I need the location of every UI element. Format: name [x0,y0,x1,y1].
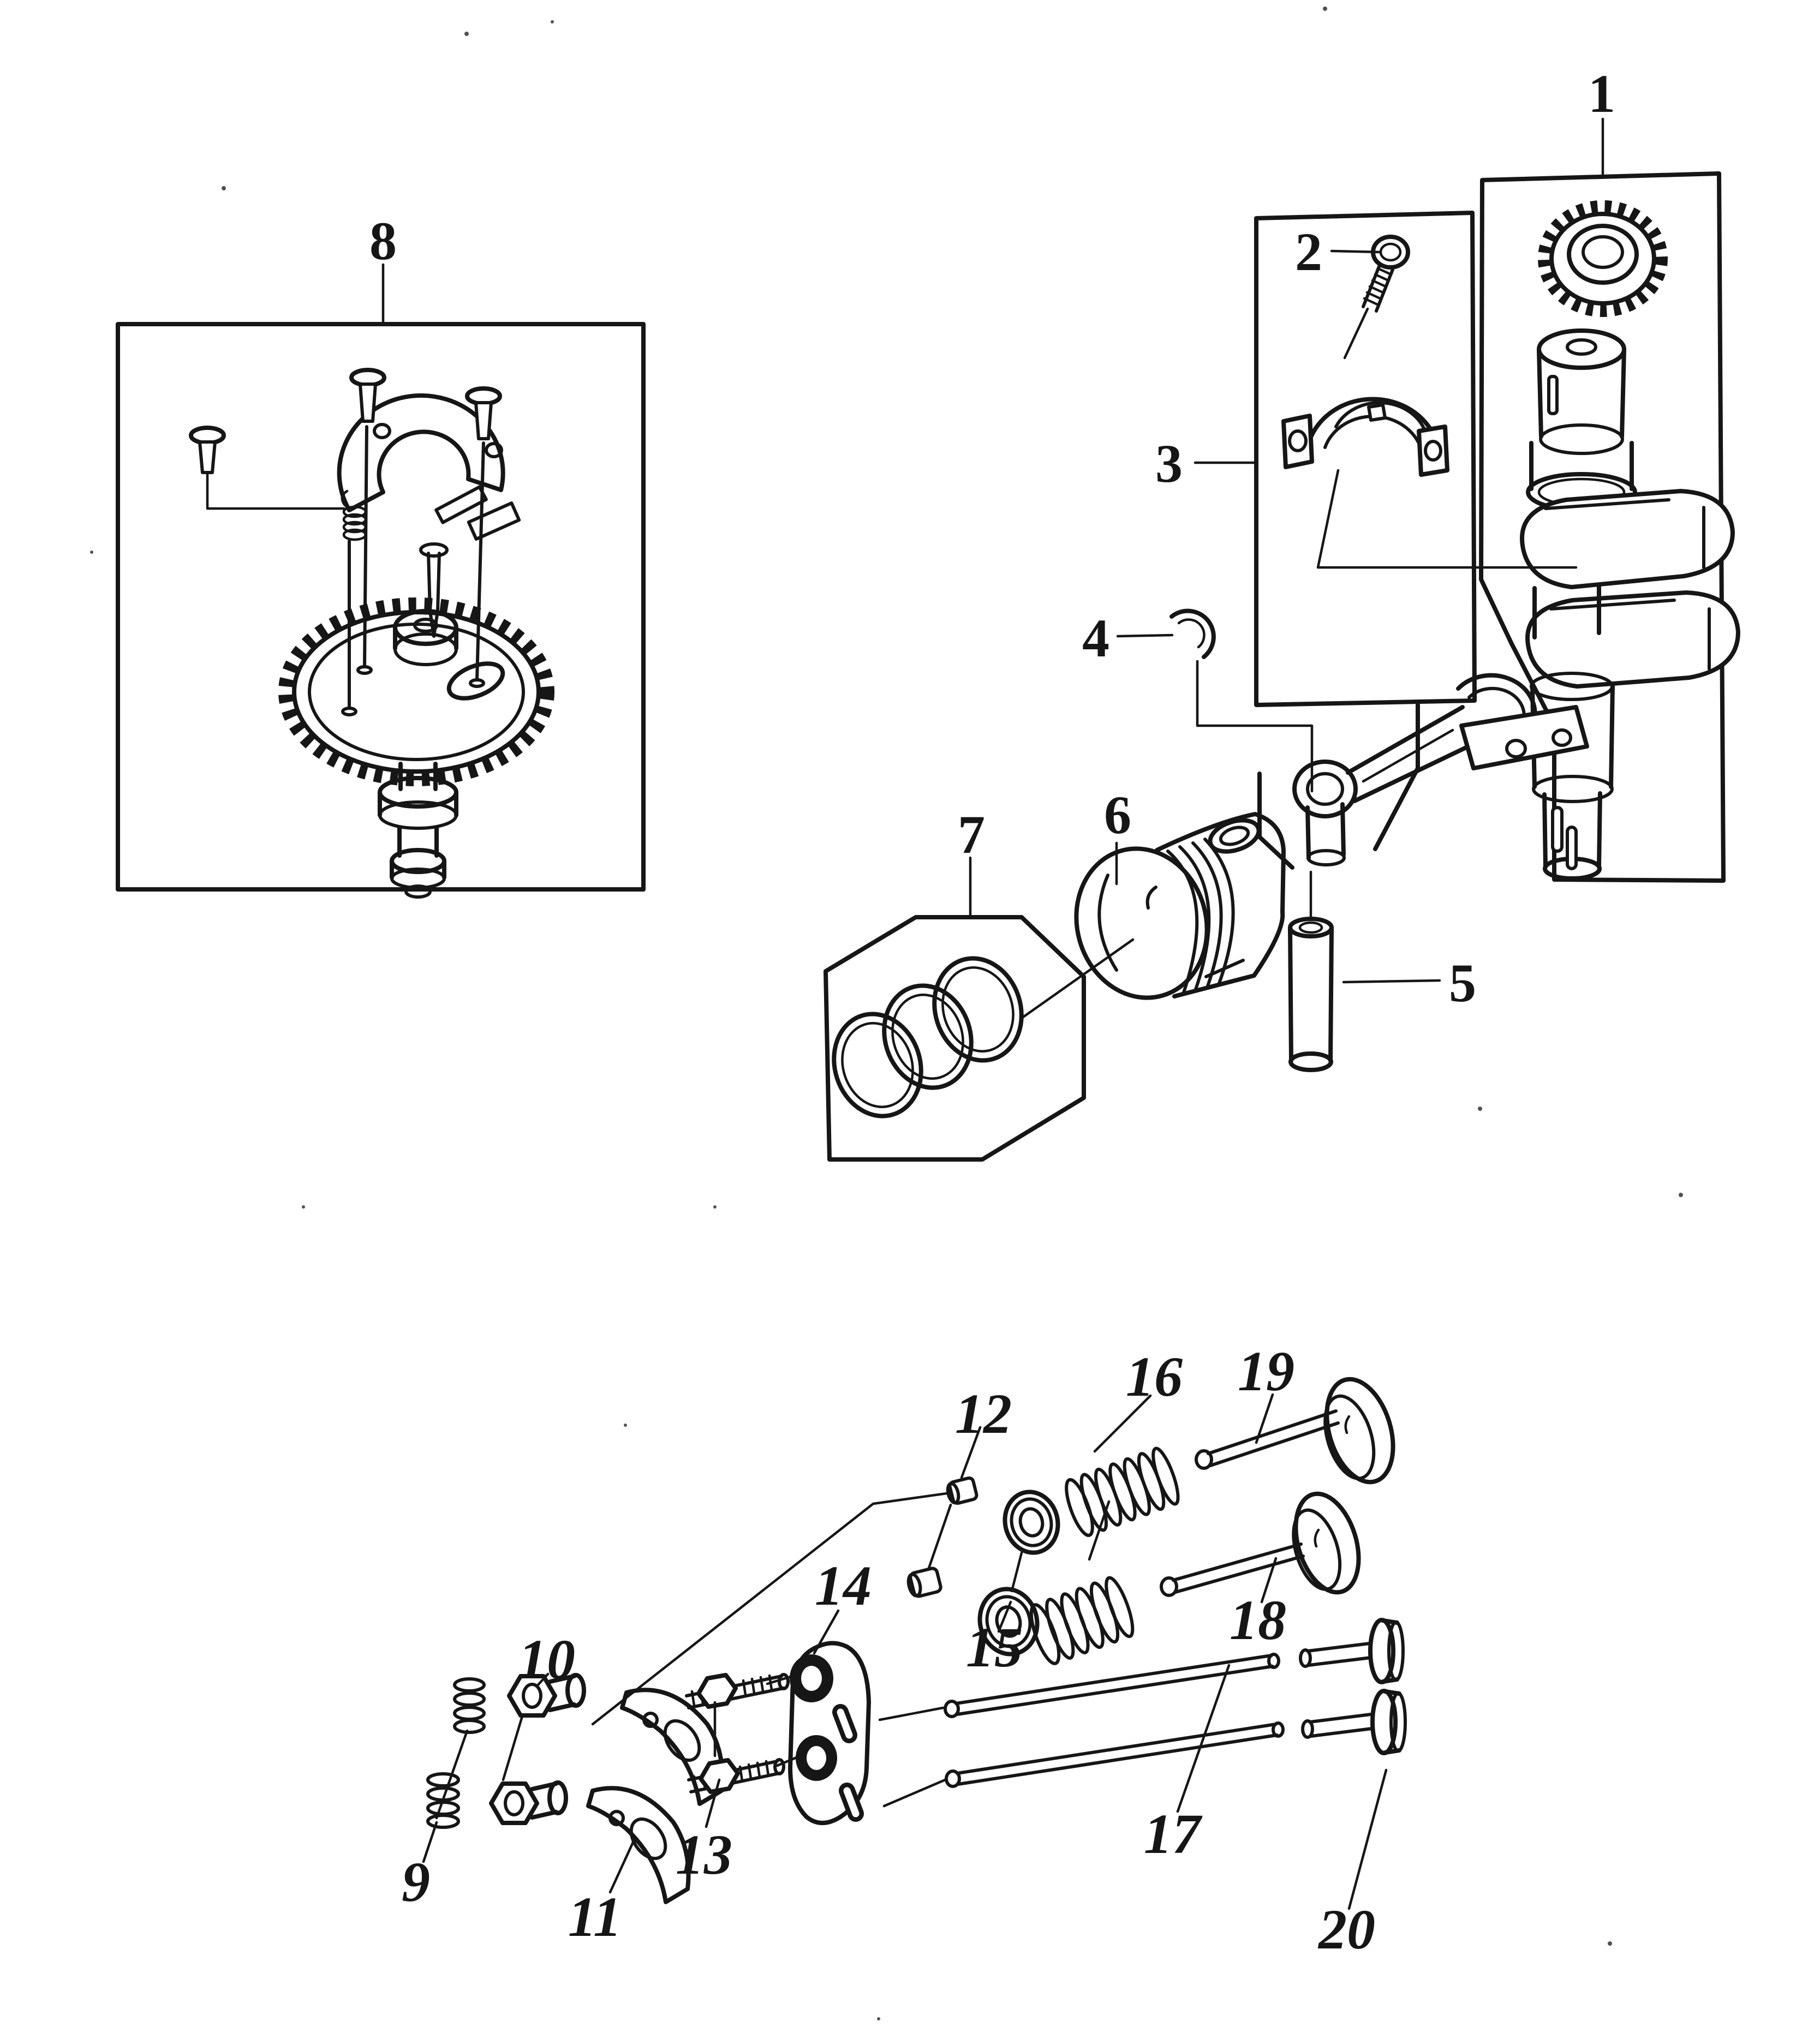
valve-tappets [1299,1618,1407,1755]
leader-line-5 [1342,979,1441,984]
camshaft-assembly [189,368,554,899]
governor-screws [189,368,502,474]
drop-pin-2 [363,425,368,668]
leader-line-15 [997,1600,1012,1633]
drop-pin-3 [475,441,485,681]
cam-gear [278,597,554,786]
leader-line-screw [206,473,345,510]
locator-line-right [1373,703,1420,851]
leader-line-stud-plate-2 [775,1755,799,1767]
leader-line-15b [1010,1551,1023,1593]
callout-18: 18 [1230,1589,1286,1652]
callout-6: 6 [1104,785,1131,845]
leader-line-14 [813,1609,840,1655]
leader-line-4b [1196,660,1314,793]
leader-line-18 [1260,1557,1278,1604]
callout-10: 10 [518,1628,575,1691]
leader-line-plate-rod-1 [878,1706,945,1721]
leader-line-10b [502,1713,524,1781]
crank-web-upper [1520,489,1735,589]
piston-pin-clip [1169,608,1216,659]
piston-ring-set [832,956,1024,1119]
adjuster-springs [426,1677,486,1829]
detail-box-ring-set [824,915,1086,1162]
timing-gear [1538,200,1668,317]
callout-9: 9 [402,1851,430,1914]
callout-13: 13 [676,1823,732,1886]
leader-line-2 [1330,249,1381,254]
exhaust-valve [1160,1491,1361,1597]
push-rod-guide-plate [788,1641,871,1825]
callout-14: 14 [815,1554,872,1617]
leader-line-9 [422,1821,438,1863]
leader-lines [381,117,1604,1910]
leader-line-20 [1347,1768,1388,1910]
connecting-rod [1292,673,1589,866]
callout-20: 20 [1317,1898,1375,1961]
leader-line-16b [1088,1500,1111,1561]
crankshaft-assembly [1520,200,1740,881]
leader-line-16 [1093,1394,1152,1453]
callout-3: 3 [1155,433,1183,494]
piston-pin [1288,917,1334,1072]
callout-11: 11 [568,1886,622,1948]
leader-line-stud-plate-1 [766,1675,794,1685]
leader-line-12 [960,1426,982,1479]
leader-line-plate-rod-2 [882,1778,947,1808]
leader-line-4 [1116,633,1174,638]
callout-5: 5 [1449,953,1476,1013]
bearing-cap-set [1281,235,1578,569]
leader-line-bolt [1343,307,1369,360]
leader-line-rocker-keeper [591,1491,952,1726]
scan-speckles [90,7,1683,2020]
locator-line-left [1257,772,1294,870]
intake-valve [1195,1377,1395,1485]
valve-spring-retainers [977,1490,1060,1657]
leader-line-cap-to-crankpin [1316,469,1578,569]
callout-2: 2 [1295,222,1322,282]
leader-line-17 [1176,1664,1231,1813]
callout-15: 15 [966,1616,1023,1679]
detail-box-camshaft [116,322,646,892]
detail-box-crankshaft [1479,171,1726,883]
detail-box-bearing-cap [1254,211,1477,707]
leader-line-12b [927,1503,952,1570]
governor-pin [419,542,449,638]
bearing-caps [1281,397,1449,477]
valve-keepers [906,1476,978,1598]
leader-line-10 [535,1672,550,1688]
callout-labels: 1 2 3 4 5 6 7 8 9 10 11 12 13 14 15 16 1… [369,63,1615,1961]
callout-17: 17 [1144,1803,1203,1865]
leader-line-11 [608,1838,636,1894]
rocker-studs [685,1673,790,1794]
crank-web-lower [1525,590,1740,689]
callout-12: 12 [955,1383,1012,1445]
cam-shaft [378,762,458,899]
callout-16: 16 [1126,1346,1183,1408]
leader-line-9b [435,1729,469,1820]
leader-line-rings-to-piston [1020,938,1135,1020]
callout-8: 8 [369,211,397,271]
push-rods [944,1653,1285,1788]
callout-1: 1 [1588,63,1615,124]
rod-bolt [1343,235,1410,360]
callout-7: 7 [958,804,985,865]
callout-4: 4 [1082,608,1109,668]
leader-line-19 [1255,1393,1274,1444]
valve-springs [1029,1446,1180,1665]
rocker-pivot-nuts [489,1673,586,1825]
piston [1074,812,1286,1000]
leader-line-13 [705,1778,721,1828]
callout-19: 19 [1238,1340,1294,1403]
